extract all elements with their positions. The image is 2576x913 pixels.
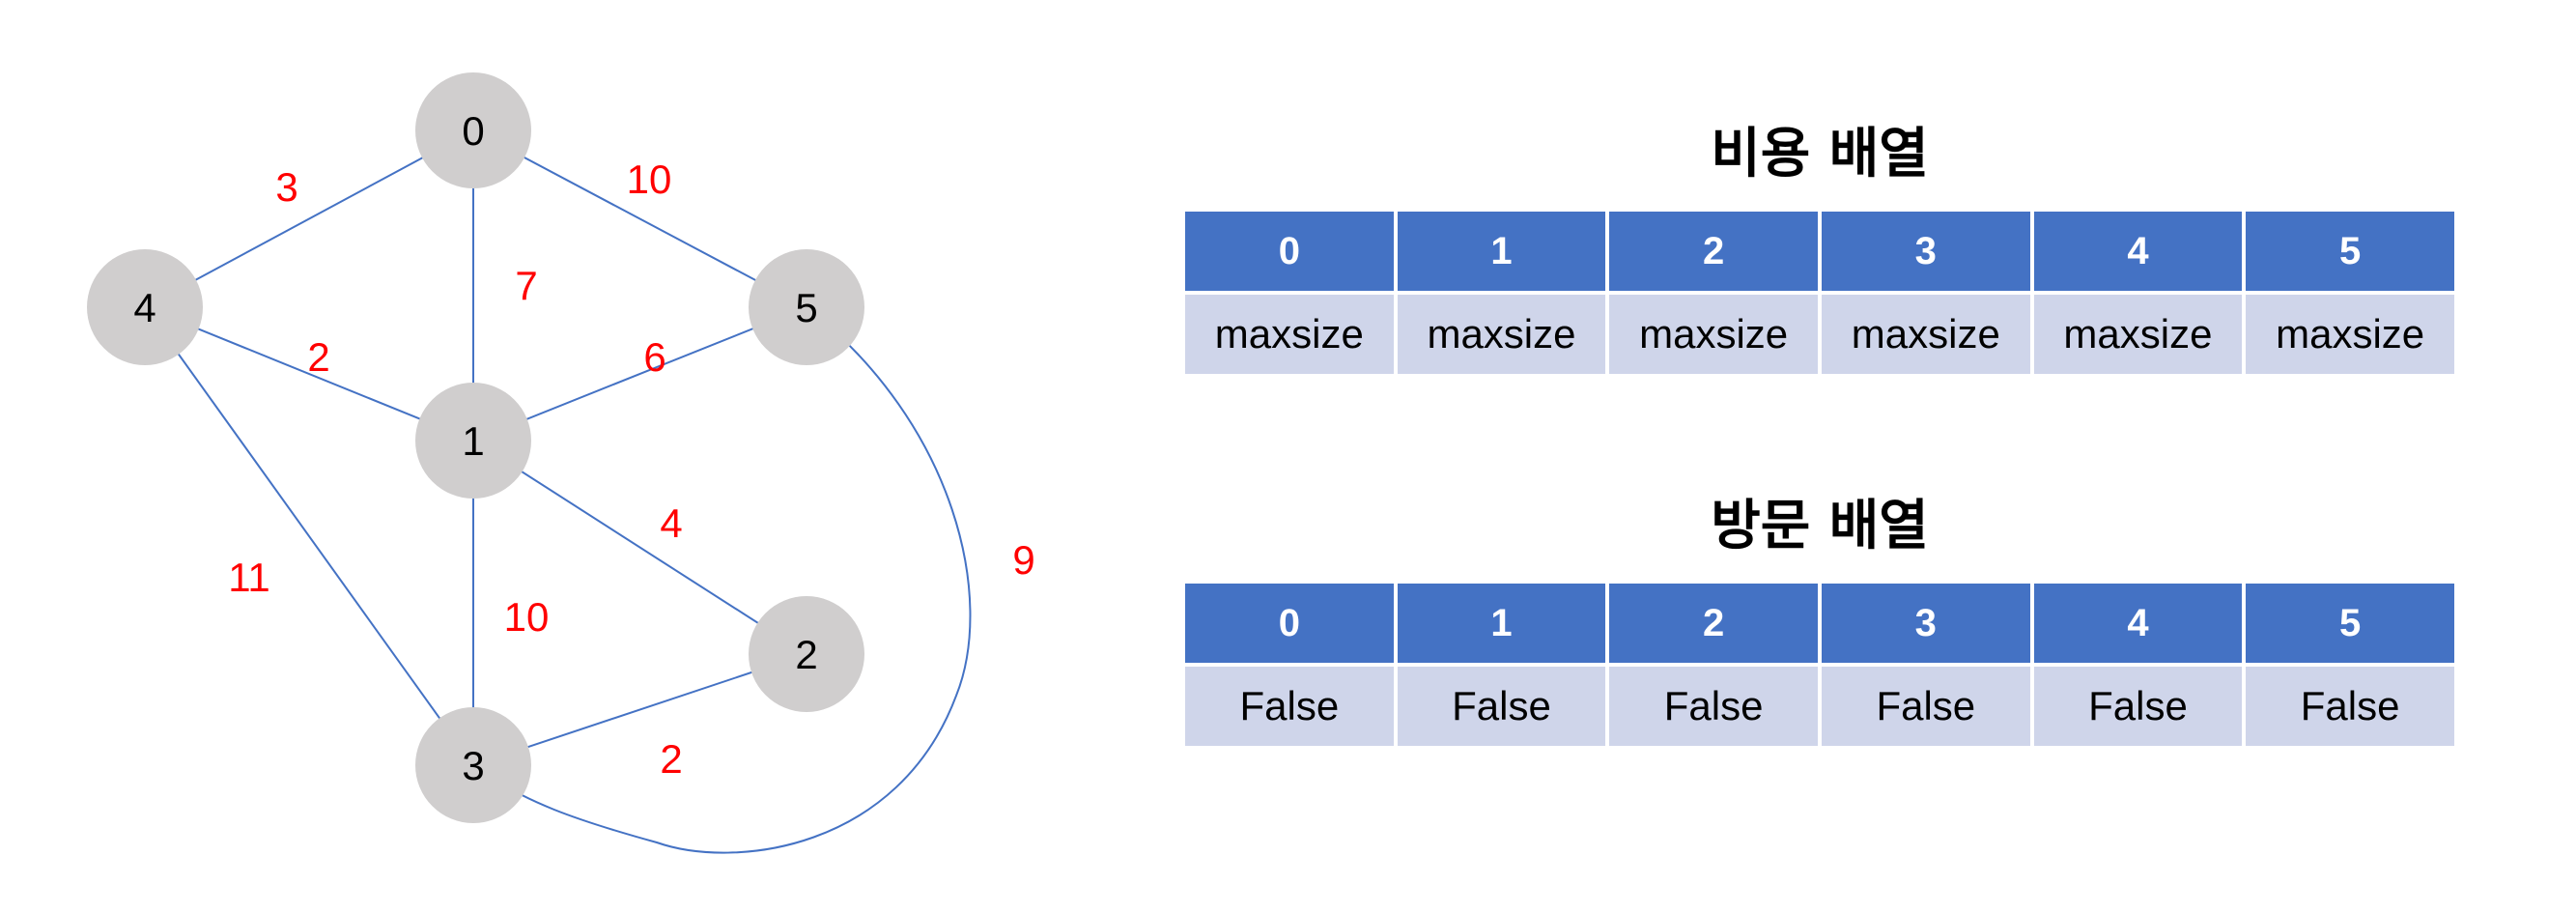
edge-0-5: [472, 129, 807, 308]
index-header: 5: [2242, 580, 2458, 667]
graph-node-5: 5: [749, 249, 864, 365]
visit-cell: False: [1605, 663, 1822, 750]
cost-cell: maxsize: [1181, 291, 1398, 378]
index-header: 1: [1393, 208, 1610, 295]
cost-array-title: 비용 배열: [1711, 123, 1929, 185]
index-header: 1: [1393, 580, 1610, 667]
node-label: 2: [795, 632, 817, 677]
cost-array-section: 비용 배열 0 1 2 3 4 5 maxsize maxsize maxsiz…: [1181, 111, 2458, 378]
graph-node-2: 2: [749, 596, 864, 712]
node-label: 0: [462, 108, 484, 154]
index-header: 3: [1817, 580, 2034, 667]
edge-weight: 10: [627, 157, 672, 202]
index-header: 0: [1181, 580, 1398, 667]
node-label: 5: [795, 285, 817, 330]
visit-cell: False: [2242, 663, 2458, 750]
node-label: 3: [462, 743, 484, 788]
edge-weight: 3: [275, 164, 297, 210]
edge-5-3: [472, 306, 972, 854]
cost-cell: maxsize: [1605, 291, 1822, 378]
edge-weight: 10: [504, 594, 550, 640]
cost-cell: maxsize: [1393, 291, 1610, 378]
visit-array-title: 방문 배열: [1711, 495, 1929, 557]
edge-1-5: [472, 306, 807, 442]
graph-node-0: 0: [415, 72, 531, 188]
visit-cell: False: [2029, 663, 2247, 750]
edge-0-4: [144, 129, 474, 308]
edge-weight: 2: [660, 736, 682, 782]
visit-cell: False: [1393, 663, 1610, 750]
visit-array-table: 0 1 2 3 4 5 False False False False Fals…: [1181, 580, 2458, 750]
table-header-row: 0 1 2 3 4 5: [1181, 208, 2458, 295]
index-header: 2: [1605, 208, 1822, 295]
edge-weight: 9: [1012, 537, 1034, 583]
index-header: 3: [1817, 208, 2034, 295]
node-label: 4: [133, 285, 156, 330]
index-header: 5: [2242, 208, 2458, 295]
index-header: 0: [1181, 208, 1398, 295]
visit-cell: False: [1181, 663, 1398, 750]
graph-node-3: 3: [415, 707, 531, 823]
edge-weight: 2: [307, 334, 329, 380]
cost-array-table: 0 1 2 3 4 5 maxsize maxsize maxsize maxs…: [1181, 208, 2458, 378]
node-label: 1: [462, 418, 484, 464]
index-header: 2: [1605, 580, 1822, 667]
graph-node-1: 1: [415, 383, 531, 499]
edge-weight: 4: [660, 500, 682, 546]
cost-cell: maxsize: [2029, 291, 2247, 378]
cost-cell: maxsize: [1817, 291, 2034, 378]
graph-node-4: 4: [87, 249, 203, 365]
visit-array-section: 방문 배열 0 1 2 3 4 5 False False False Fals…: [1181, 483, 2458, 750]
index-header: 4: [2029, 580, 2247, 667]
edge-weight: 7: [515, 263, 537, 308]
edge-4-1: [144, 306, 474, 442]
edge-4-3: [144, 306, 474, 766]
table-row: False False False False False False: [1181, 663, 2458, 750]
edge-3-2: [472, 653, 807, 766]
table-row: maxsize maxsize maxsize maxsize maxsize …: [1181, 291, 2458, 378]
index-header: 4: [2029, 208, 2247, 295]
table-header-row: 0 1 2 3 4 5: [1181, 580, 2458, 667]
edge-1-2: [472, 440, 807, 655]
cost-cell: maxsize: [2242, 291, 2458, 378]
weighted-graph: 3 10 7 2 6 4 10 11 2 9 0 4 5 1 2 3: [87, 72, 1035, 854]
visit-cell: False: [1817, 663, 2034, 750]
edge-weight: 11: [228, 555, 270, 600]
edge-weight: 6: [643, 334, 665, 380]
